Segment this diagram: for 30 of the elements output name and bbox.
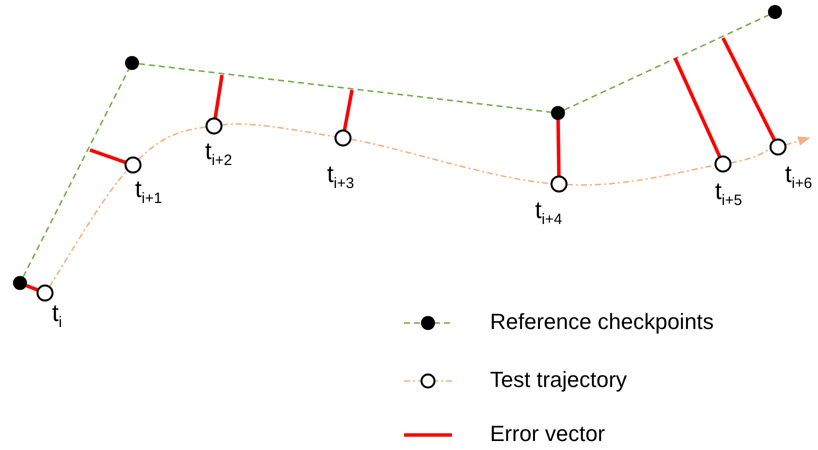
- trajectory-point: [769, 138, 787, 156]
- trajectory-point: [550, 175, 568, 193]
- checkpoint-dot: [550, 105, 566, 121]
- checkpoint-dot: [767, 4, 783, 20]
- point-label: t$_{i+1}$: [135, 178, 162, 202]
- connector-line: [138, 126, 206, 160]
- connector-line: [138, 63, 552, 113]
- checkpoint-dot: [12, 275, 28, 291]
- connector-line: [48, 170, 128, 287]
- point-label: t$_{i+2}$: [205, 140, 232, 164]
- connector-line: [564, 14, 770, 111]
- connector-line: [22, 68, 130, 278]
- connector-line: [566, 164, 716, 186]
- checkpoint-dot: [124, 55, 140, 71]
- arrow: [785, 136, 810, 146]
- legend-text: Test trajectory: [490, 369, 627, 391]
- trajectory-point: [36, 284, 54, 302]
- legend-text: Error vector: [490, 423, 605, 445]
- point-label: t$_{i}$: [52, 302, 62, 326]
- trajectory-point: [334, 129, 352, 147]
- point-label: t$_{i+6}$: [785, 163, 812, 187]
- legend-text: Reference checkpoints: [490, 311, 714, 333]
- trajectory-point: [124, 156, 142, 174]
- point-label: t$_{i+4}$: [535, 199, 562, 223]
- point-label: t$_{i+3}$: [327, 163, 354, 187]
- connector-line: [222, 123, 336, 138]
- point-label: t$_{i+5}$: [715, 180, 742, 204]
- trajectory-point: [205, 117, 223, 135]
- trajectory-point: [714, 155, 732, 173]
- connector-line: [730, 148, 771, 164]
